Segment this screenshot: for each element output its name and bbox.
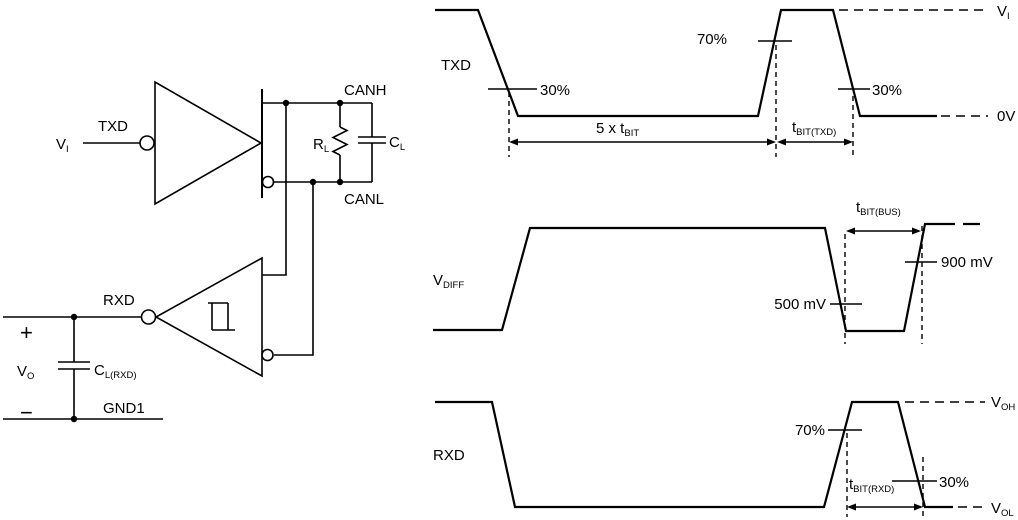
txd-waveform-label: TXD [441, 57, 471, 74]
gnd1-label: GND1 [103, 400, 145, 417]
txd-fall1-30pct-label: 30% [540, 82, 570, 99]
canl-to-receiver-wire [274, 182, 314, 356]
receiver-amplifier-icon [154, 256, 263, 378]
arrowhead-right-icon [912, 227, 921, 235]
vi-source-label: VI [56, 136, 69, 155]
canh-label: CANH [344, 82, 387, 99]
arrowhead-right-icon [914, 503, 923, 511]
canl-inverter-bubble-icon [261, 175, 275, 189]
txd-fall2-30pct-label: 30% [872, 82, 902, 99]
rxd-waveform-label: RXD [433, 447, 465, 464]
vo-plus-sign: + [20, 320, 33, 345]
junction-dot [336, 99, 344, 107]
arrowhead-right-icon [767, 138, 776, 146]
vdiff-waveform-label: VDIFF [433, 272, 464, 291]
arrowhead-right-icon [844, 138, 853, 146]
vo-minus-sign: − [20, 400, 33, 425]
receiver-output-bubble-icon [140, 309, 157, 325]
rxd-fall-30pct-label: 30% [939, 474, 969, 491]
receiver-input-bubble-icon [261, 348, 274, 362]
vdiff-waveform-group: VDIFF 500 mV 900 mV tBIT(BUS) [433, 199, 993, 344]
rxd-waveform [435, 400, 953, 509]
rl-label: RL [313, 136, 329, 155]
rxd-pin-label: RXD [103, 292, 135, 309]
canl-label: CANL [344, 191, 384, 208]
test-circuit: VI TXD CANH CANL RL CL [3, 80, 405, 425]
vdiff-waveform [433, 222, 955, 333]
junction-dot [336, 178, 344, 186]
rxd-rise-70pct-label: 70% [795, 422, 825, 439]
driver-amplifier-icon [154, 80, 263, 206]
txd-waveform-group: TXD VI 0V 30% 70% 30% 5 x tBIT tBIT(TXD) [435, 3, 1015, 157]
rl-resistor-icon [331, 126, 349, 156]
arrowhead-left-icon [777, 138, 786, 146]
0v-reference-label: 0V [997, 108, 1015, 125]
junction-dot [70, 415, 78, 423]
txd-pin-label: TXD [98, 118, 128, 135]
arrowhead-left-icon [509, 138, 518, 146]
cl-label: CL [389, 134, 405, 153]
vo-label: VO [17, 363, 34, 382]
vdiff-fall-500mv-label: 500 mV [774, 296, 826, 313]
hysteresis-icon [208, 302, 235, 331]
arrowhead-left-icon [847, 503, 856, 511]
voh-reference-label: VOH [991, 394, 1015, 413]
vdiff-rise-900mv-label: 900 mV [941, 254, 993, 271]
txd-rise-70pct-label: 70% [697, 31, 727, 48]
five-tbit-label: 5 x tBIT [596, 120, 639, 139]
rxd-waveform-group: RXD VOH VOL 70% 30% tBIT(RXD) [433, 394, 1015, 519]
canh-to-receiver-wire [262, 103, 287, 276]
vi-reference-label: VI [997, 3, 1010, 22]
arrowhead-left-icon [846, 227, 855, 235]
driver-inverter-bubble-icon [139, 135, 155, 151]
clrxd-label: CL(RXD) [94, 362, 137, 381]
vol-reference-label: VOL [991, 500, 1014, 519]
tbit-rxd-label: tBIT(RXD) [849, 476, 894, 495]
txd-waveform [435, 8, 937, 118]
tbit-bus-label: tBIT(BUS) [856, 199, 901, 218]
tbit-txd-label: tBIT(TXD) [792, 119, 836, 138]
